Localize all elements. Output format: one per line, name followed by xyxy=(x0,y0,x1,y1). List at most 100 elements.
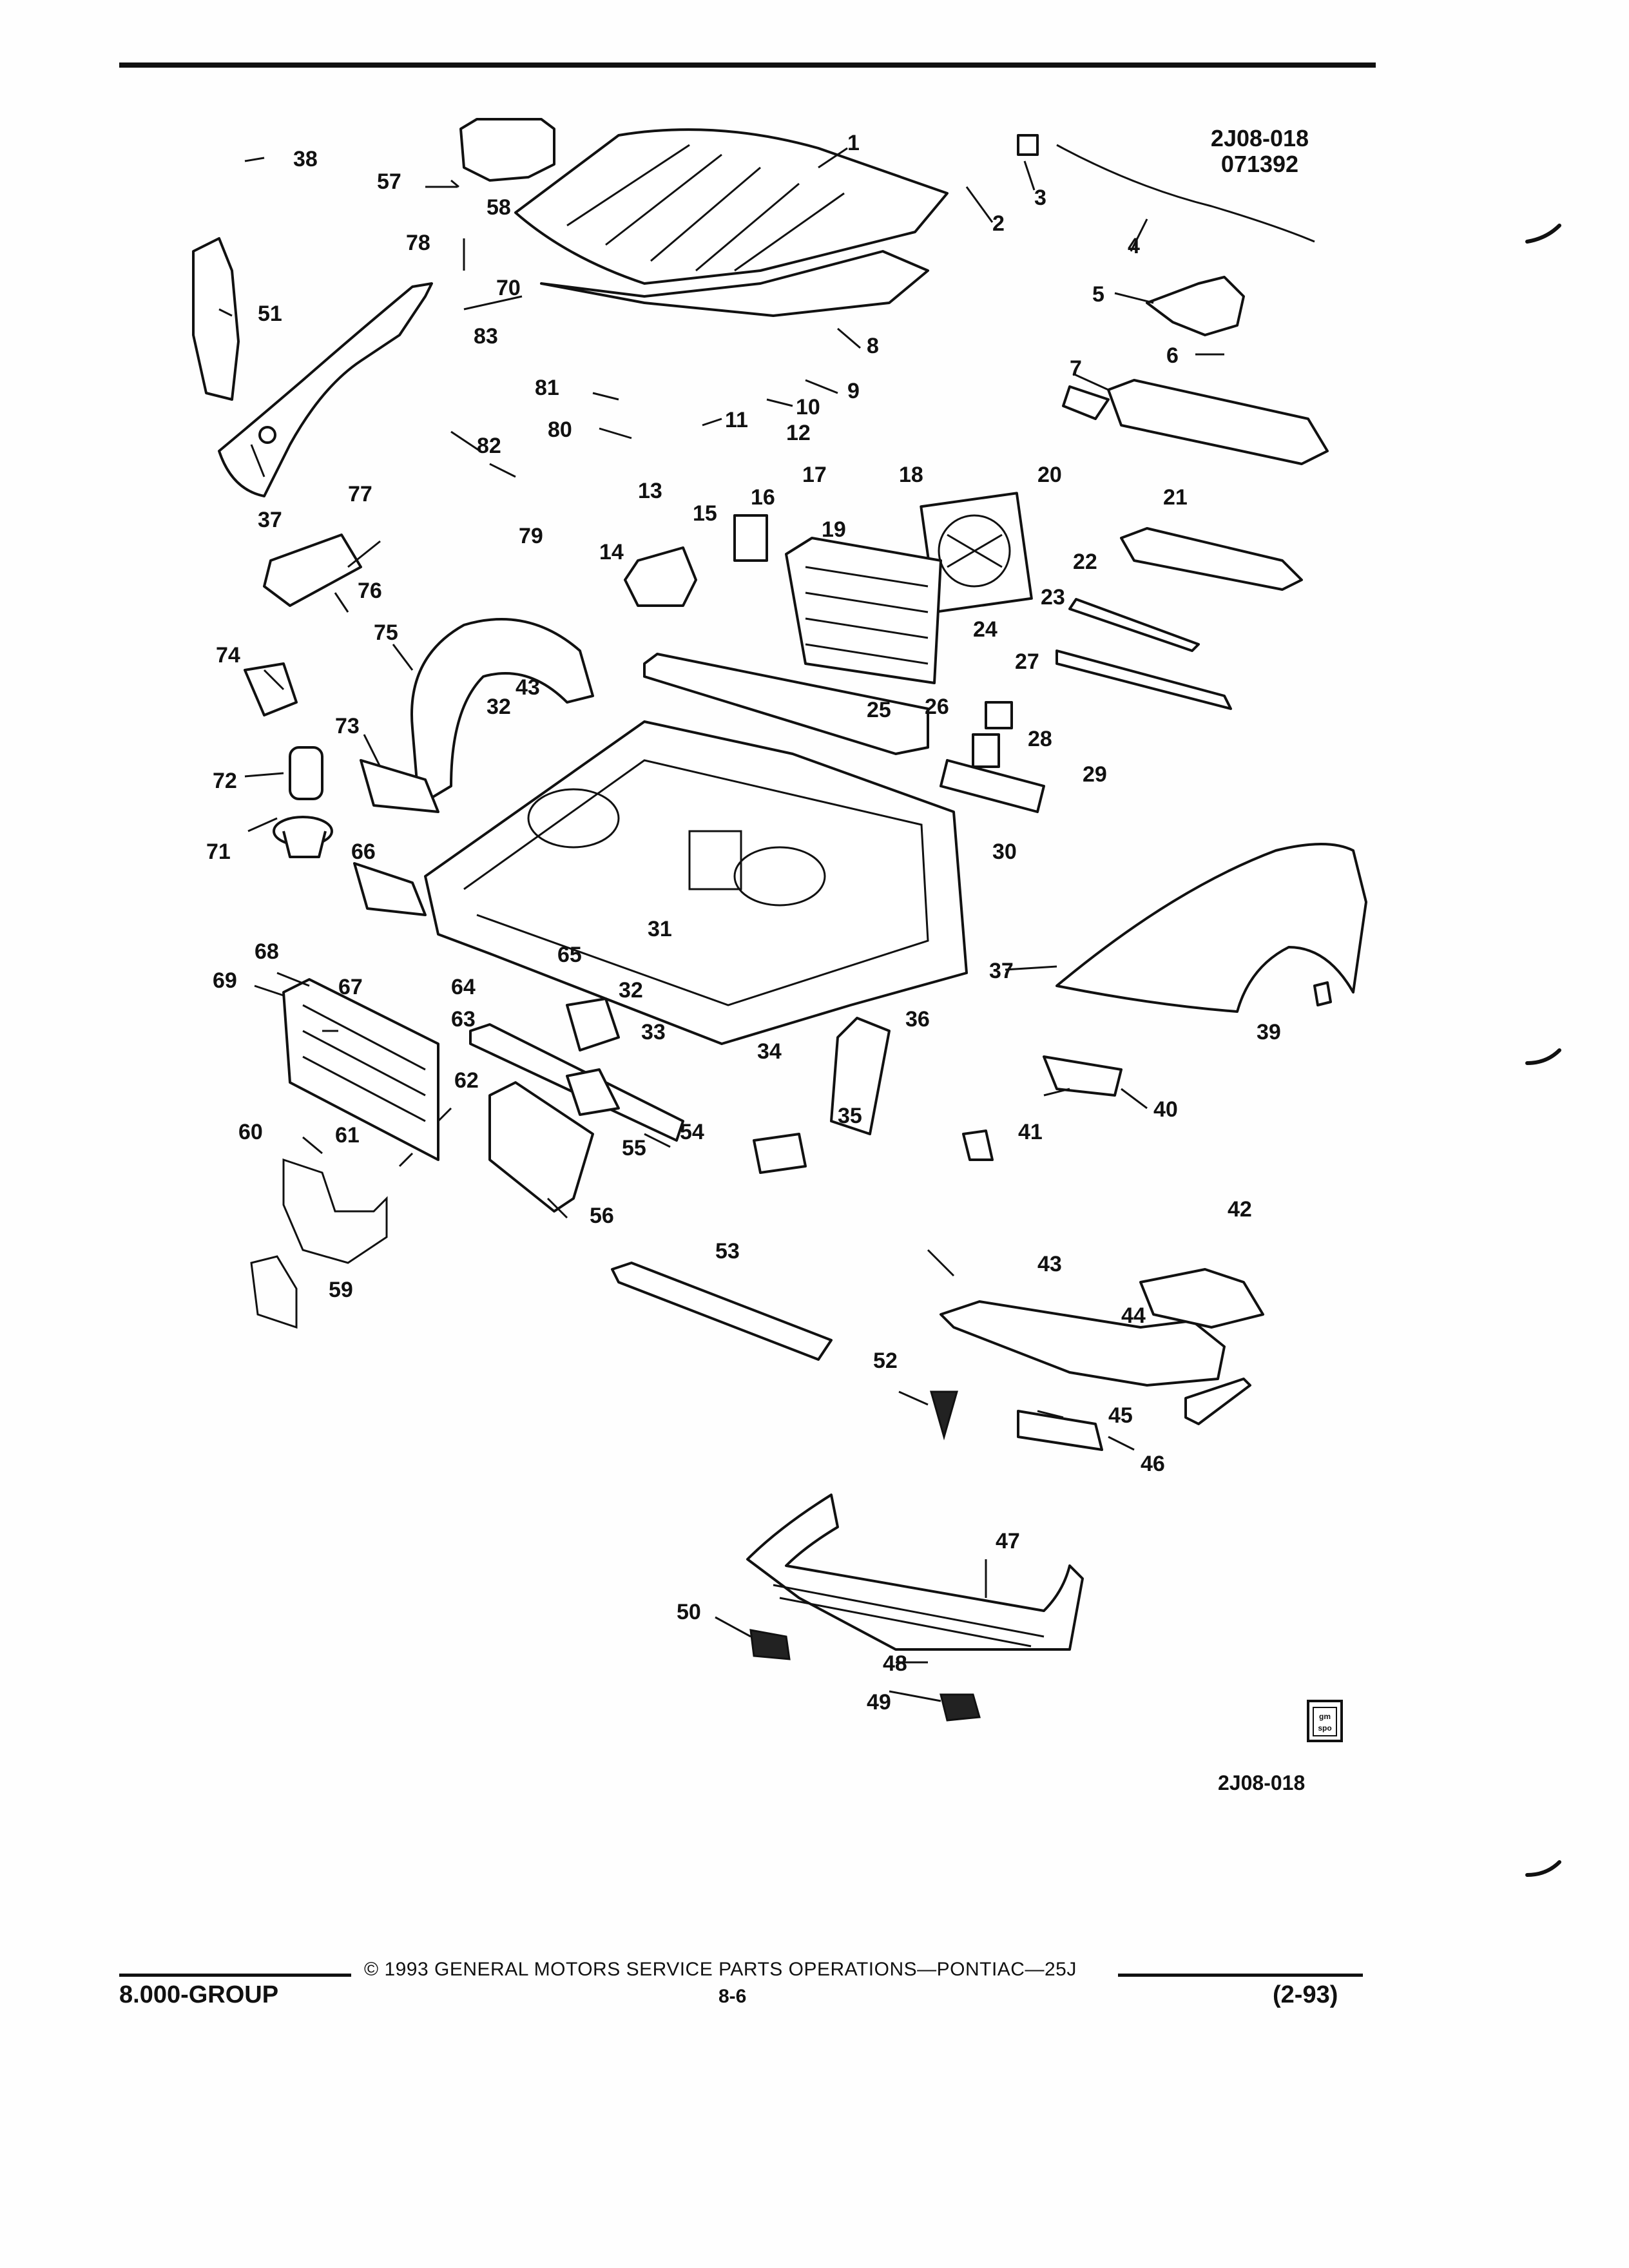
callout-79: 79 xyxy=(519,524,543,548)
radiator xyxy=(785,537,942,684)
callout-63: 63 xyxy=(451,1007,476,1032)
callout-45: 45 xyxy=(1108,1403,1133,1428)
callout-81: 81 xyxy=(535,376,559,400)
bumper-fascia xyxy=(746,1494,1084,1651)
callout-16: 16 xyxy=(751,485,775,510)
callout-47: 47 xyxy=(996,1529,1020,1553)
hood-seal xyxy=(1056,144,1315,243)
callout-32-upper: 32 xyxy=(487,695,511,719)
grille-insert xyxy=(749,1629,791,1660)
callout-33: 33 xyxy=(641,1020,666,1044)
headlamp-bracket xyxy=(1139,1268,1264,1329)
callout-15: 15 xyxy=(693,501,717,526)
callout-57: 57 xyxy=(377,169,401,194)
callout-37-left: 37 xyxy=(258,508,282,532)
callout-29: 29 xyxy=(1083,762,1107,787)
fan-shroud xyxy=(920,492,1033,613)
callout-2: 2 xyxy=(992,211,1005,236)
callout-67: 67 xyxy=(338,975,363,999)
footer-group: 8.000-GROUP xyxy=(119,1981,279,2008)
callout-82: 82 xyxy=(477,434,501,458)
radiator-brace xyxy=(282,1158,388,1264)
callout-1: 1 xyxy=(847,131,860,155)
callout-75: 75 xyxy=(374,620,398,645)
callout-43-lower: 43 xyxy=(1037,1252,1062,1276)
callout-73: 73 xyxy=(335,714,360,738)
drawing-id: 2J08-018 xyxy=(1210,125,1309,151)
footer-revision: (2-93) xyxy=(1273,1981,1338,2008)
drawing-ref-bottom: 2J08-018 xyxy=(1218,1771,1306,1794)
callout-11: 11 xyxy=(725,408,748,432)
callout-54: 54 xyxy=(680,1120,704,1144)
margin-mark-2 xyxy=(1525,1048,1561,1065)
emblem xyxy=(930,1390,958,1441)
callout-42: 42 xyxy=(1228,1197,1252,1222)
callout-64: 64 xyxy=(451,975,476,999)
callout-58: 58 xyxy=(487,195,511,220)
callout-56: 56 xyxy=(590,1204,614,1228)
callout-34: 34 xyxy=(757,1039,782,1064)
fender-liner xyxy=(192,237,240,401)
callout-6: 6 xyxy=(1166,343,1179,368)
callout-17: 17 xyxy=(802,463,827,487)
svg-text:spo: spo xyxy=(1318,1724,1331,1733)
engine-frame xyxy=(424,720,968,1045)
hood-part xyxy=(514,128,949,285)
callout-61: 61 xyxy=(335,1123,360,1148)
callout-41: 41 xyxy=(1018,1120,1043,1144)
footer-copyright: © 1993 GENERAL MOTORS SERVICE PARTS OPER… xyxy=(364,1959,1077,1980)
svg-text:gm: gm xyxy=(1319,1712,1331,1721)
margin-mark-1 xyxy=(1525,224,1561,244)
callout-7: 7 xyxy=(1070,356,1082,381)
callout-51: 51 xyxy=(258,302,282,326)
footer-rule-right xyxy=(1118,1974,1363,1977)
callout-83: 83 xyxy=(474,324,498,349)
callout-12: 12 xyxy=(786,421,811,445)
callout-4: 4 xyxy=(1128,234,1140,258)
callout-28: 28 xyxy=(1028,727,1052,751)
drawing-date: 071392 xyxy=(1220,151,1299,177)
callout-36: 36 xyxy=(905,1007,930,1032)
small-parts xyxy=(244,134,1332,1174)
callout-77: 77 xyxy=(348,482,372,506)
callout-32-lower: 32 xyxy=(619,978,643,1003)
callout-72: 72 xyxy=(213,769,237,793)
left-fender xyxy=(218,282,433,497)
hinge-assembly xyxy=(1146,276,1245,336)
callout-3: 3 xyxy=(1034,186,1046,210)
callout-43-upper: 43 xyxy=(516,675,540,700)
callout-55: 55 xyxy=(622,1136,646,1160)
callout-8: 8 xyxy=(867,334,879,358)
callout-25: 25 xyxy=(867,698,891,722)
footer-page-number: 8-6 xyxy=(718,1986,747,2007)
callout-62: 62 xyxy=(454,1068,479,1093)
callout-23: 23 xyxy=(1041,585,1065,610)
callout-68: 68 xyxy=(255,939,279,964)
callout-19: 19 xyxy=(822,517,846,542)
mounting-bracket xyxy=(250,1255,298,1329)
gm-spo-logo: gm spo xyxy=(1307,1700,1343,1742)
callout-80: 80 xyxy=(548,418,572,442)
callout-38: 38 xyxy=(293,147,318,171)
battery-parts xyxy=(273,746,333,858)
callout-60: 60 xyxy=(238,1120,263,1144)
nameplate xyxy=(1017,1410,1103,1451)
callout-30: 30 xyxy=(992,840,1017,864)
callout-37-right: 37 xyxy=(989,959,1014,983)
callout-76: 76 xyxy=(358,579,382,603)
callout-44: 44 xyxy=(1121,1303,1146,1328)
footer-rule-left xyxy=(119,1974,351,1977)
callout-10: 10 xyxy=(796,395,820,419)
callout-20: 20 xyxy=(1037,463,1062,487)
top-rule xyxy=(119,62,1376,68)
callout-24: 24 xyxy=(973,617,998,642)
air-deflector xyxy=(488,1081,594,1213)
callout-49: 49 xyxy=(867,1690,891,1715)
shroud-panel xyxy=(1120,527,1303,591)
callout-13: 13 xyxy=(638,479,662,503)
callout-18: 18 xyxy=(899,463,923,487)
callout-35: 35 xyxy=(838,1104,862,1128)
callout-5: 5 xyxy=(1092,282,1104,307)
